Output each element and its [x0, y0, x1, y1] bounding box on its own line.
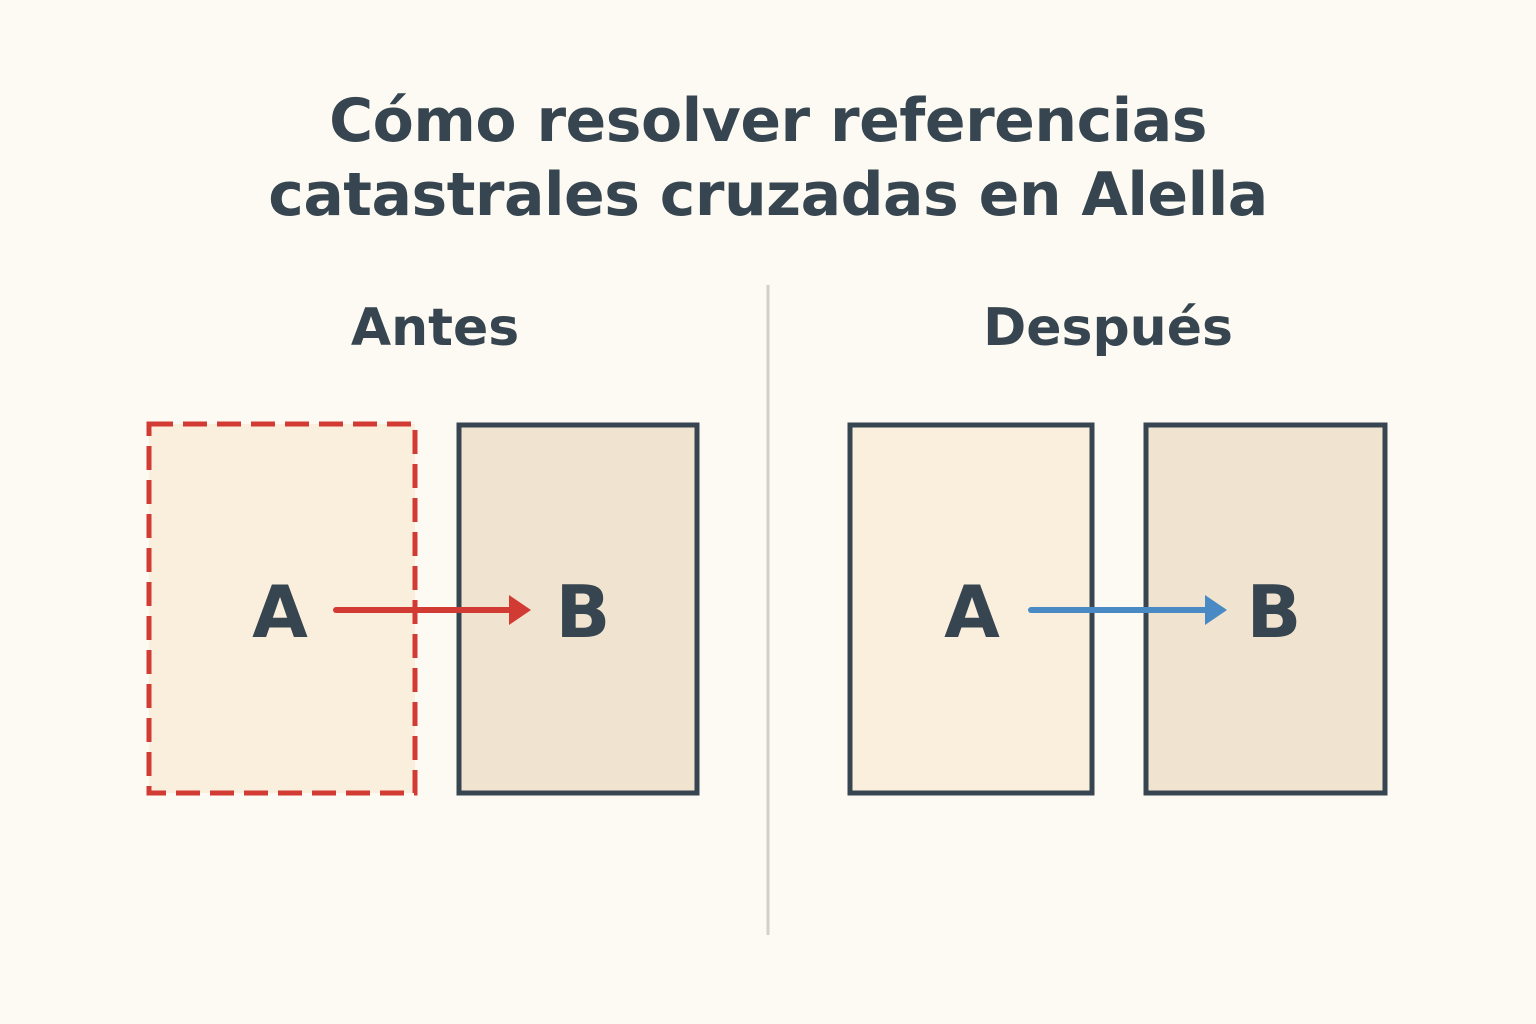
after-label-a: A [944, 570, 1000, 654]
after-label-b: B [1247, 570, 1302, 654]
title-line-2: catastrales cruzadas en Alella [268, 160, 1268, 230]
page-title: Cómo resolver referencias catastrales cr… [0, 84, 1536, 232]
broken-reference-arrow [333, 595, 531, 625]
title-line-1: Cómo resolver referencias [329, 86, 1207, 156]
after-heading: Después [983, 298, 1233, 358]
before-label-a: A [252, 570, 308, 654]
before-parcel-b [456, 422, 700, 796]
before-heading: Antes [350, 298, 520, 358]
resolved-reference-arrow [1028, 595, 1227, 625]
before-label-b: B [556, 570, 611, 654]
